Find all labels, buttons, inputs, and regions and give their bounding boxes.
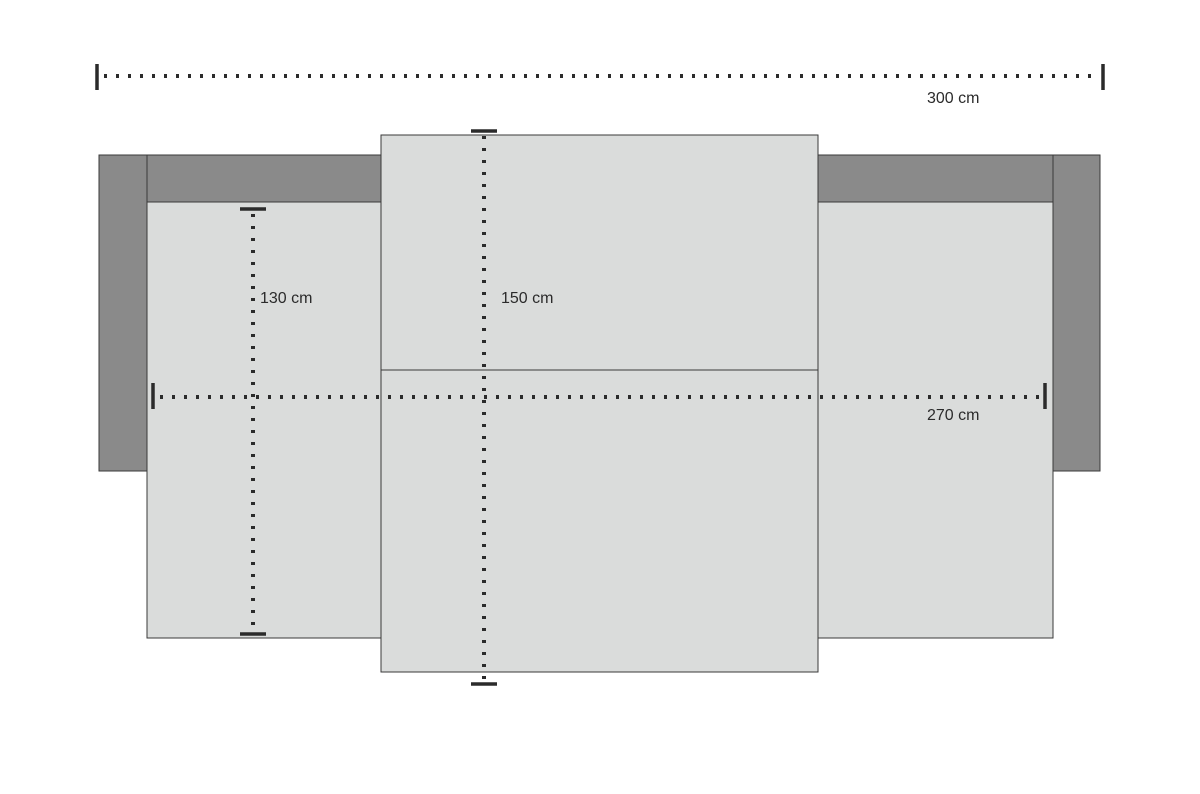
total-width-label: 300 cm xyxy=(927,90,979,107)
side-depth-label: 130 cm xyxy=(260,290,312,307)
center-depth-label: 150 cm xyxy=(501,290,553,307)
center-depth-dimension: 150 cm xyxy=(471,129,553,686)
right-backrest xyxy=(817,154,1054,203)
left-backrest xyxy=(146,154,382,203)
right-seat-cushion xyxy=(817,201,1054,639)
total-width-dimension: 300 cm xyxy=(95,64,1105,107)
seat-width-label: 270 cm xyxy=(927,407,979,424)
center-lower-panel xyxy=(380,369,819,673)
right-armrest xyxy=(1052,154,1101,472)
seat-width-dimension: 270 cm xyxy=(151,383,1047,424)
side-depth-dimension: 130 cm xyxy=(240,207,312,636)
left-armrest xyxy=(98,154,148,472)
left-seat-cushion xyxy=(146,201,382,639)
center-upper-panel xyxy=(380,134,819,371)
